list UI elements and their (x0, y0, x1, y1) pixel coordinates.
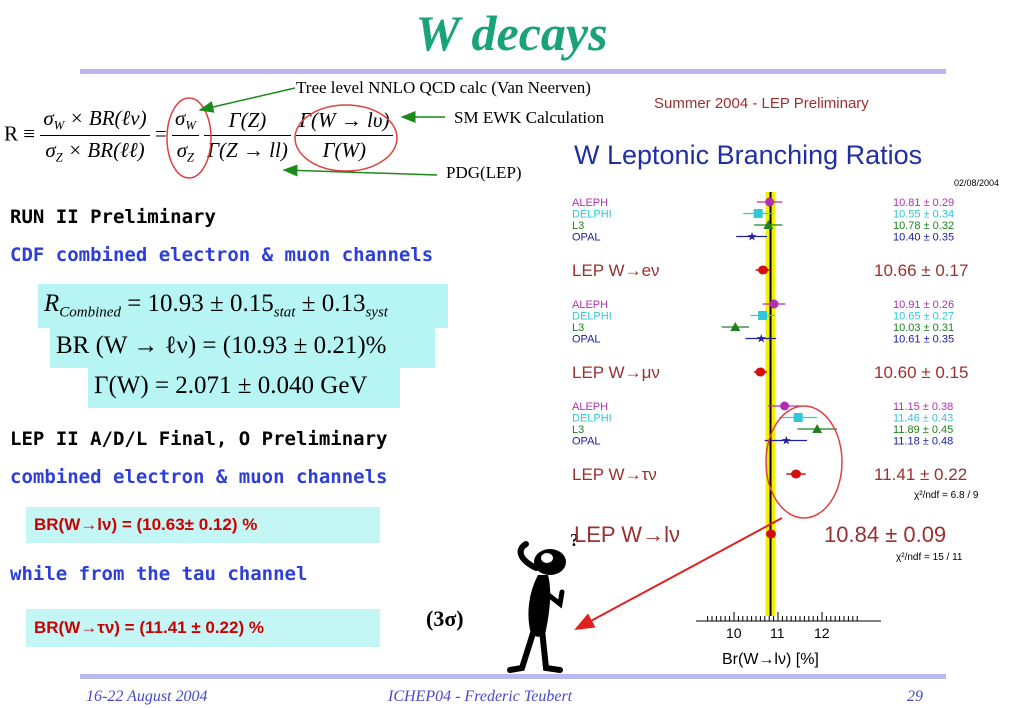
gamma-w-ellipse (294, 104, 398, 172)
entry-exp-label: L3 (572, 424, 584, 436)
combined-value-label: 11.41 ± 0.22 (874, 465, 967, 484)
combined-label: LEP W→eν (572, 261, 660, 280)
x-tick-label: 10 (726, 625, 742, 641)
entry-value-label: 10.61 ± 0.35 (893, 334, 954, 346)
entry-marker: ★ (747, 230, 758, 244)
entry-marker (763, 220, 774, 229)
combined-marker (755, 367, 766, 377)
br-result: BR (W → ℓν) = (10.93 ± 0.21)% (50, 328, 435, 368)
entry-value-label: 10.91 ± 0.26 (893, 299, 954, 311)
entry-value-label: 10.65 ± 0.27 (893, 311, 954, 323)
entry-value-label: 10.78 ± 0.32 (893, 220, 954, 232)
entry-marker (793, 413, 803, 422)
slide-title: W decays (415, 5, 608, 61)
entry-marker (753, 209, 763, 218)
three-sigma-label: (3σ) (426, 606, 464, 631)
gamma-w-result: Γ(W) = 2.071 ± 0.040 GeV (88, 368, 400, 408)
combined-label: LEP W→τν (572, 465, 657, 484)
entry-value-label: 10.03 ± 0.31 (893, 322, 954, 334)
tau-heading: while from the tau channel (10, 563, 308, 585)
overall-marker (765, 529, 776, 539)
pdg-arrow (282, 164, 438, 177)
entry-value-label: 10.81 ± 0.29 (893, 197, 954, 209)
r-stat-label: stat (273, 304, 296, 321)
r-syst-value: ± 0.13 (301, 290, 366, 317)
sm-ewk-note: SM EWK Calculation (454, 108, 605, 127)
lep-subheading: combined electron & muon channels (10, 466, 388, 488)
entry-exp-label: OPAL (572, 232, 601, 244)
top-divider (80, 69, 946, 74)
tree-level-arrow (198, 87, 296, 113)
entry-marker (769, 299, 779, 309)
entry-exp-label: ALEPH (572, 401, 608, 413)
entry-exp-label: OPAL (572, 334, 601, 346)
entry-marker (758, 311, 768, 320)
entry-value-label: 11.89 ± 0.45 (893, 424, 953, 436)
combined-value-label: 10.60 ± 0.15 (874, 363, 968, 382)
r-syst-label: syst (365, 304, 388, 321)
br-taunu-box: BR(W→τν) = (11.41 ± 0.22) % (26, 609, 380, 647)
entry-value-label: 11.46 ± 0.43 (893, 413, 953, 425)
chart-title: W Leptonic Branching Ratios (574, 140, 922, 170)
question-mark: ? (570, 530, 579, 550)
lep-heading: LEP II A/D/L Final, O Preliminary (10, 428, 388, 450)
entry-value-label: 10.40 ± 0.35 (893, 232, 954, 244)
r-combined-value: = 10.93 ± 0.15 (127, 290, 274, 317)
entry-marker (765, 197, 775, 207)
entry-exp-label: DELPHI (572, 311, 612, 323)
cdf-heading: CDF combined electron & muon channels (10, 244, 434, 266)
entry-exp-label: DELPHI (572, 413, 612, 425)
combined-chi2: χ²/ndf = 6.8 / 9 (914, 490, 979, 501)
x-tick-label: 11 (770, 625, 785, 641)
entry-value-label: 10.55 ± 0.34 (893, 209, 954, 221)
thinking-figure-icon: ? (507, 530, 579, 673)
combined-value-label: 10.66 ± 0.17 (874, 261, 968, 280)
entry-marker: ★ (781, 434, 792, 448)
combined-label: LEP W→μν (572, 363, 660, 382)
overall-label: LEP W→lν (574, 522, 680, 547)
entry-exp-label: L3 (572, 220, 584, 232)
entry-exp-label: DELPHI (572, 209, 612, 221)
tau-to-sigma-arrow (574, 517, 783, 630)
footer-conference: ICHEP04 - Frederic Teubert (388, 688, 573, 705)
entry-marker (812, 424, 823, 433)
equation-annotation-arrows (166, 87, 445, 179)
footer-page: 29 (907, 688, 923, 705)
run2-heading: RUN II Preliminary (10, 206, 216, 228)
w-leptonic-br-chart: Summer 2004 - LEP Preliminary W Leptonic … (572, 95, 999, 668)
sigma-ratio-ellipse (166, 97, 212, 179)
overall-chi2: χ²/ndf = 15 / 11 (896, 552, 963, 563)
br-lnu-box: BR(W→lν) = (10.63± 0.12) % (26, 507, 380, 543)
combined-marker (791, 469, 802, 479)
x-axis-label: Br(W→lν) [%] (722, 651, 819, 668)
r-combined-box: RCombined = 10.93 ± 0.15stat ± 0.13syst (38, 284, 448, 328)
tree-level-note: Tree level NNLO QCD calc (Van Neerven) (296, 78, 591, 97)
chart-date: 02/08/2004 (954, 178, 999, 188)
entry-value-label: 11.15 ± 0.38 (893, 401, 953, 413)
entry-exp-label: ALEPH (572, 197, 608, 209)
pdg-note: PDG(LEP) (446, 163, 522, 182)
chart-subtitle: Summer 2004 - LEP Preliminary (654, 95, 869, 112)
overall-value-label: 10.84 ± 0.09 (824, 522, 946, 547)
entry-marker: ★ (756, 332, 767, 346)
entry-exp-label: L3 (572, 322, 584, 334)
bottom-divider (80, 674, 946, 679)
entry-value-label: 11.18 ± 0.48 (893, 436, 953, 448)
footer-dates: 16-22 August 2004 (86, 688, 208, 705)
entry-marker (730, 322, 741, 331)
entry-exp-label: ALEPH (572, 299, 608, 311)
x-tick-label: 12 (814, 625, 830, 641)
entry-exp-label: OPAL (572, 436, 601, 448)
tau-highlight-ellipse (765, 405, 843, 519)
combined-marker (758, 265, 769, 275)
entry-marker (780, 401, 790, 411)
